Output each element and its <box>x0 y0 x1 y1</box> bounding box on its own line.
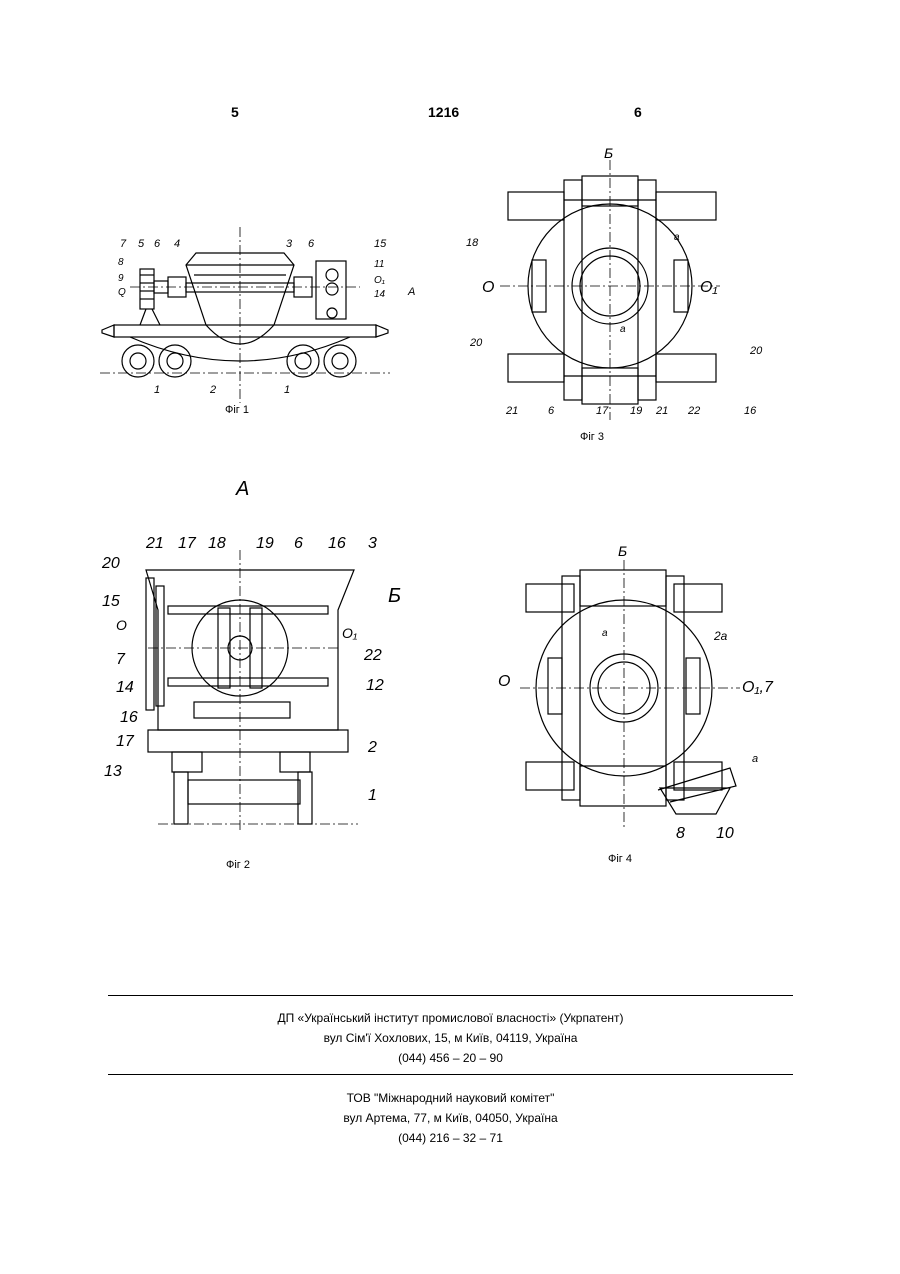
fig4-label: O <box>498 673 510 690</box>
figure-4-drawing: Б a 2a O O₁,7 a 8 10 Фіг 4 <box>490 540 790 875</box>
fig2-label: 21 <box>145 535 164 552</box>
figure-4: Б a 2a O O₁,7 a 8 10 Фіг 4 <box>490 540 790 875</box>
figure-2-caption: Фіг 2 <box>226 859 250 871</box>
publisher-phone: (044) 456 – 20 – 90 <box>108 1048 793 1068</box>
fig1-label: 5 <box>138 238 145 250</box>
fig1-label: 7 <box>120 238 127 250</box>
publisher-name: ДП «Український інститут промислової вла… <box>108 1008 793 1028</box>
fig1-label: 8 <box>118 257 124 268</box>
figure-2-drawing: 21 17 18 19 6 16 3 20 Б 15 O O₁ 7 22 14 … <box>98 530 438 875</box>
fig3-label: O <box>482 279 494 296</box>
fig1-label: 14 <box>374 289 386 300</box>
fig2-label: 17 <box>116 733 135 750</box>
fig1-label: 4 <box>174 238 180 250</box>
fig4-label: 2a <box>713 629 728 643</box>
fig2-label: O <box>116 617 127 633</box>
printer-name: ТОВ "Міжнародний науковий комітет" <box>108 1088 793 1108</box>
fig4-label: a <box>602 628 608 639</box>
fig2-label: 13 <box>104 763 122 780</box>
fig3-label: 6 <box>548 405 555 417</box>
fig2-label: 6 <box>294 535 303 552</box>
fig3-label: 20 <box>469 337 483 349</box>
fig2-label: 12 <box>366 677 384 694</box>
patent-number: 1216 <box>428 104 459 120</box>
figure-3: Б 18 a O O₁ 20 a 20 21 6 17 19 21 22 16 … <box>460 140 780 450</box>
fig3-label: a <box>620 324 626 335</box>
fig4-label: O₁,7 <box>742 679 774 696</box>
fig3-label: a <box>674 232 680 243</box>
fig2-label: 22 <box>363 647 382 664</box>
fig3-label: 18 <box>466 237 479 249</box>
figure-1-caption: Фіг 1 <box>225 404 249 416</box>
fig2-label: 7 <box>116 651 126 668</box>
fig4-label: 10 <box>716 825 734 842</box>
fig1-label: 3 <box>286 238 293 250</box>
figure-1: 7 5 6 4 3 6 15 8 9 Q 11 O₁ 14 A 1 2 1 Фі… <box>90 225 420 420</box>
fig1-label: A <box>407 286 415 298</box>
fig3-label: 19 <box>630 405 642 417</box>
fig2-label: 3 <box>368 535 377 552</box>
fig2-label: 15 <box>102 593 120 610</box>
fig4-label: 8 <box>676 825 685 842</box>
figure-1-drawing: 7 5 6 4 3 6 15 8 9 Q 11 O₁ 14 A 1 2 1 Фі… <box>90 225 420 420</box>
view-a-label: A <box>236 478 249 501</box>
printer-phone: (044) 216 – 32 – 71 <box>108 1128 793 1148</box>
fig1-label: 11 <box>374 259 384 270</box>
page-number-left: 5 <box>231 104 239 120</box>
figure-4-caption: Фіг 4 <box>608 853 632 865</box>
fig2-label: 16 <box>328 535 346 552</box>
fig1-label: 1 <box>284 384 290 396</box>
fig1-label: 1 <box>154 384 160 396</box>
fig3-label: 21 <box>655 405 668 417</box>
fig1-label: 6 <box>154 238 161 250</box>
fig4-label: a <box>752 753 758 765</box>
fig2-label: 18 <box>208 535 226 552</box>
fig2-label: 1 <box>368 787 377 804</box>
fig3-label: 21 <box>505 405 518 417</box>
printer-address: вул Артема, 77, м Київ, 04050, Україна <box>108 1108 793 1128</box>
fig4-label: Б <box>618 543 627 559</box>
fig2-label: 16 <box>120 709 138 726</box>
fig2-label: Б <box>388 585 401 607</box>
fig3-label: 16 <box>744 405 757 417</box>
fig2-label: 14 <box>116 679 134 696</box>
figure-3-drawing: Б 18 a O O₁ 20 a 20 21 6 17 19 21 22 16 … <box>460 140 780 450</box>
fig1-label: Q <box>118 287 126 298</box>
footer-divider-top <box>108 995 793 996</box>
fig3-label: 17 <box>596 405 609 417</box>
fig1-label: O₁ <box>374 275 385 286</box>
fig3-label: 22 <box>687 405 700 417</box>
footer-printer-block: ТОВ "Міжнародний науковий комітет" вул А… <box>108 1088 793 1148</box>
fig3-label: Б <box>604 145 613 161</box>
publisher-address: вул Сім'ї Хохлових, 15, м Київ, 04119, У… <box>108 1028 793 1048</box>
figure-2: 21 17 18 19 6 16 3 20 Б 15 O O₁ 7 22 14 … <box>98 530 438 875</box>
fig3-label: O₁ <box>700 279 718 296</box>
footer-publisher-block: ДП «Український інститут промислової вла… <box>108 1008 793 1068</box>
figure-3-caption: Фіг 3 <box>580 431 604 443</box>
fig2-label: O₁ <box>342 625 358 641</box>
fig1-label: 6 <box>308 238 315 250</box>
fig1-label: 15 <box>374 238 387 250</box>
fig2-label: 17 <box>178 535 197 552</box>
fig1-label: 9 <box>118 273 124 284</box>
page-number-right: 6 <box>634 104 642 120</box>
fig1-label: 2 <box>209 384 216 396</box>
fig2-label: 2 <box>367 739 377 756</box>
fig2-label: 20 <box>101 555 120 572</box>
fig3-label: 20 <box>749 345 763 357</box>
footer-divider-middle <box>108 1074 793 1075</box>
fig2-label: 19 <box>256 535 274 552</box>
